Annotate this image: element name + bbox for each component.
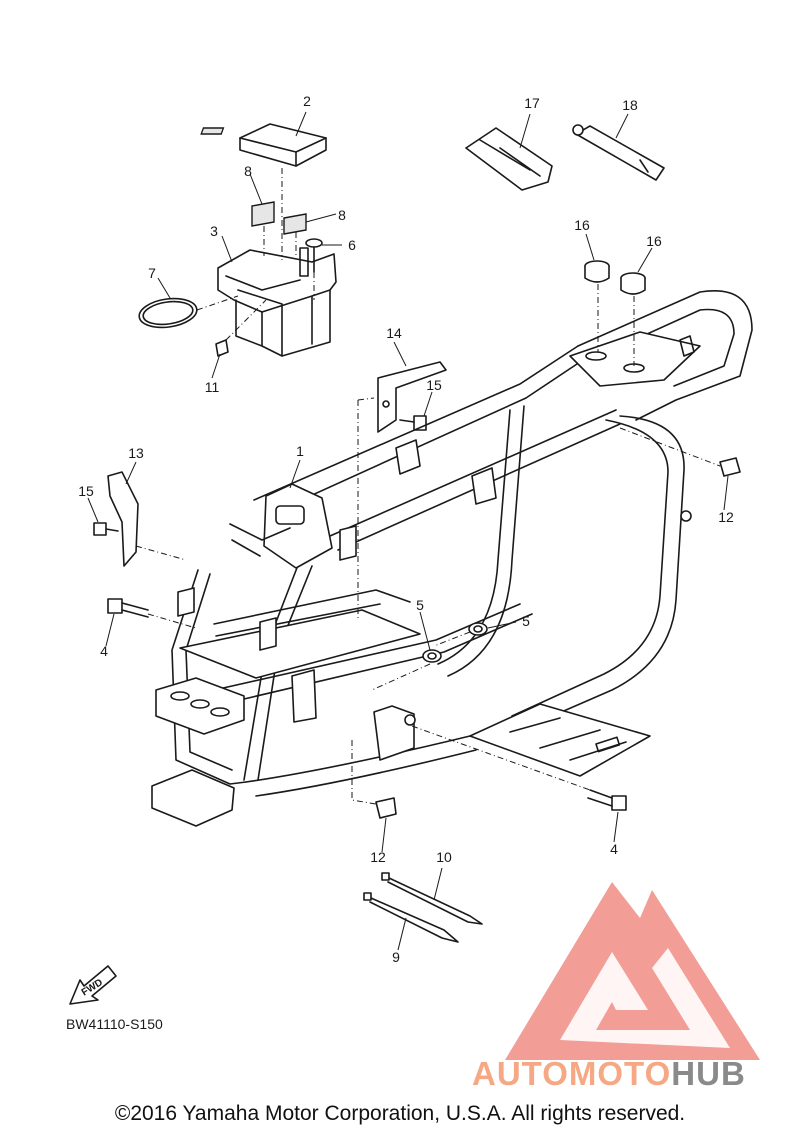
cable-tie-10 (381, 872, 483, 925)
callout-labels: 2 8 8 3 6 7 11 17 18 16 16 14 15 1 13 15… (78, 93, 734, 965)
battery-box (217, 247, 337, 357)
callout-2: 2 (303, 93, 311, 109)
nut-5-left (422, 649, 442, 663)
nut-5-right (468, 622, 488, 636)
tool-pouch (465, 127, 553, 191)
callout-18: 18 (622, 97, 638, 113)
callout-6: 6 (348, 237, 356, 253)
callout-15-lower: 15 (78, 483, 94, 499)
bolt-4-left (107, 598, 149, 618)
assembly-lines (135, 168, 721, 805)
cable-tie-9 (363, 892, 459, 943)
copyright-notice: ©2016 Yamaha Motor Corporation, U.S.A. A… (114, 1102, 686, 1125)
diagram-code: BW41110-S150 (66, 1016, 163, 1032)
grommet-16-left (584, 260, 610, 283)
fwd-arrow-icon: FWD (69, 965, 117, 1005)
callout-17: 17 (524, 95, 540, 111)
brand-part-1: AUTOMOTO (472, 1055, 672, 1092)
bolt-6 (305, 238, 323, 273)
callout-10: 10 (436, 849, 452, 865)
watermark-logo-icon (505, 882, 760, 1060)
battery-cover (200, 123, 327, 167)
battery-band (138, 297, 198, 329)
callout-13: 13 (128, 445, 144, 461)
callout-8-right: 8 (338, 207, 346, 223)
callout-14: 14 (386, 325, 402, 341)
battery-pad-right (283, 213, 307, 235)
tool-18 (572, 124, 665, 181)
callout-3: 3 (210, 223, 218, 239)
clip-11 (215, 339, 229, 357)
callout-12-right: 12 (718, 509, 734, 525)
callout-16-right: 16 (646, 233, 662, 249)
callout-15-upper: 15 (426, 377, 442, 393)
callout-8-left: 8 (244, 163, 252, 179)
bolt-15-upper (399, 415, 427, 431)
callout-12-left: 12 (370, 849, 386, 865)
watermark-brand: AUTOMOTOHUB (472, 1055, 746, 1093)
brand-part-2: HUB (671, 1055, 746, 1092)
callout-16-left: 16 (574, 217, 590, 233)
clip-12-left (375, 797, 397, 819)
bracket-14 (377, 361, 447, 433)
battery-pad-left (251, 201, 275, 227)
callout-5-right: 5 (522, 613, 530, 629)
callout-1: 1 (296, 443, 304, 459)
main-frame (151, 290, 753, 827)
callout-4-right: 4 (610, 841, 618, 857)
callout-11: 11 (205, 379, 220, 395)
leader-lines (87, 111, 729, 951)
callout-5-left: 5 (416, 597, 424, 613)
callout-7: 7 (148, 265, 156, 281)
clip-12-right (719, 457, 741, 477)
bolt-4-right (587, 789, 627, 811)
callout-9: 9 (392, 949, 400, 965)
grommet-16-right (620, 272, 646, 295)
bolt-15-lower (93, 522, 119, 536)
bracket-13 (107, 471, 139, 567)
callout-4-left: 4 (100, 643, 108, 659)
